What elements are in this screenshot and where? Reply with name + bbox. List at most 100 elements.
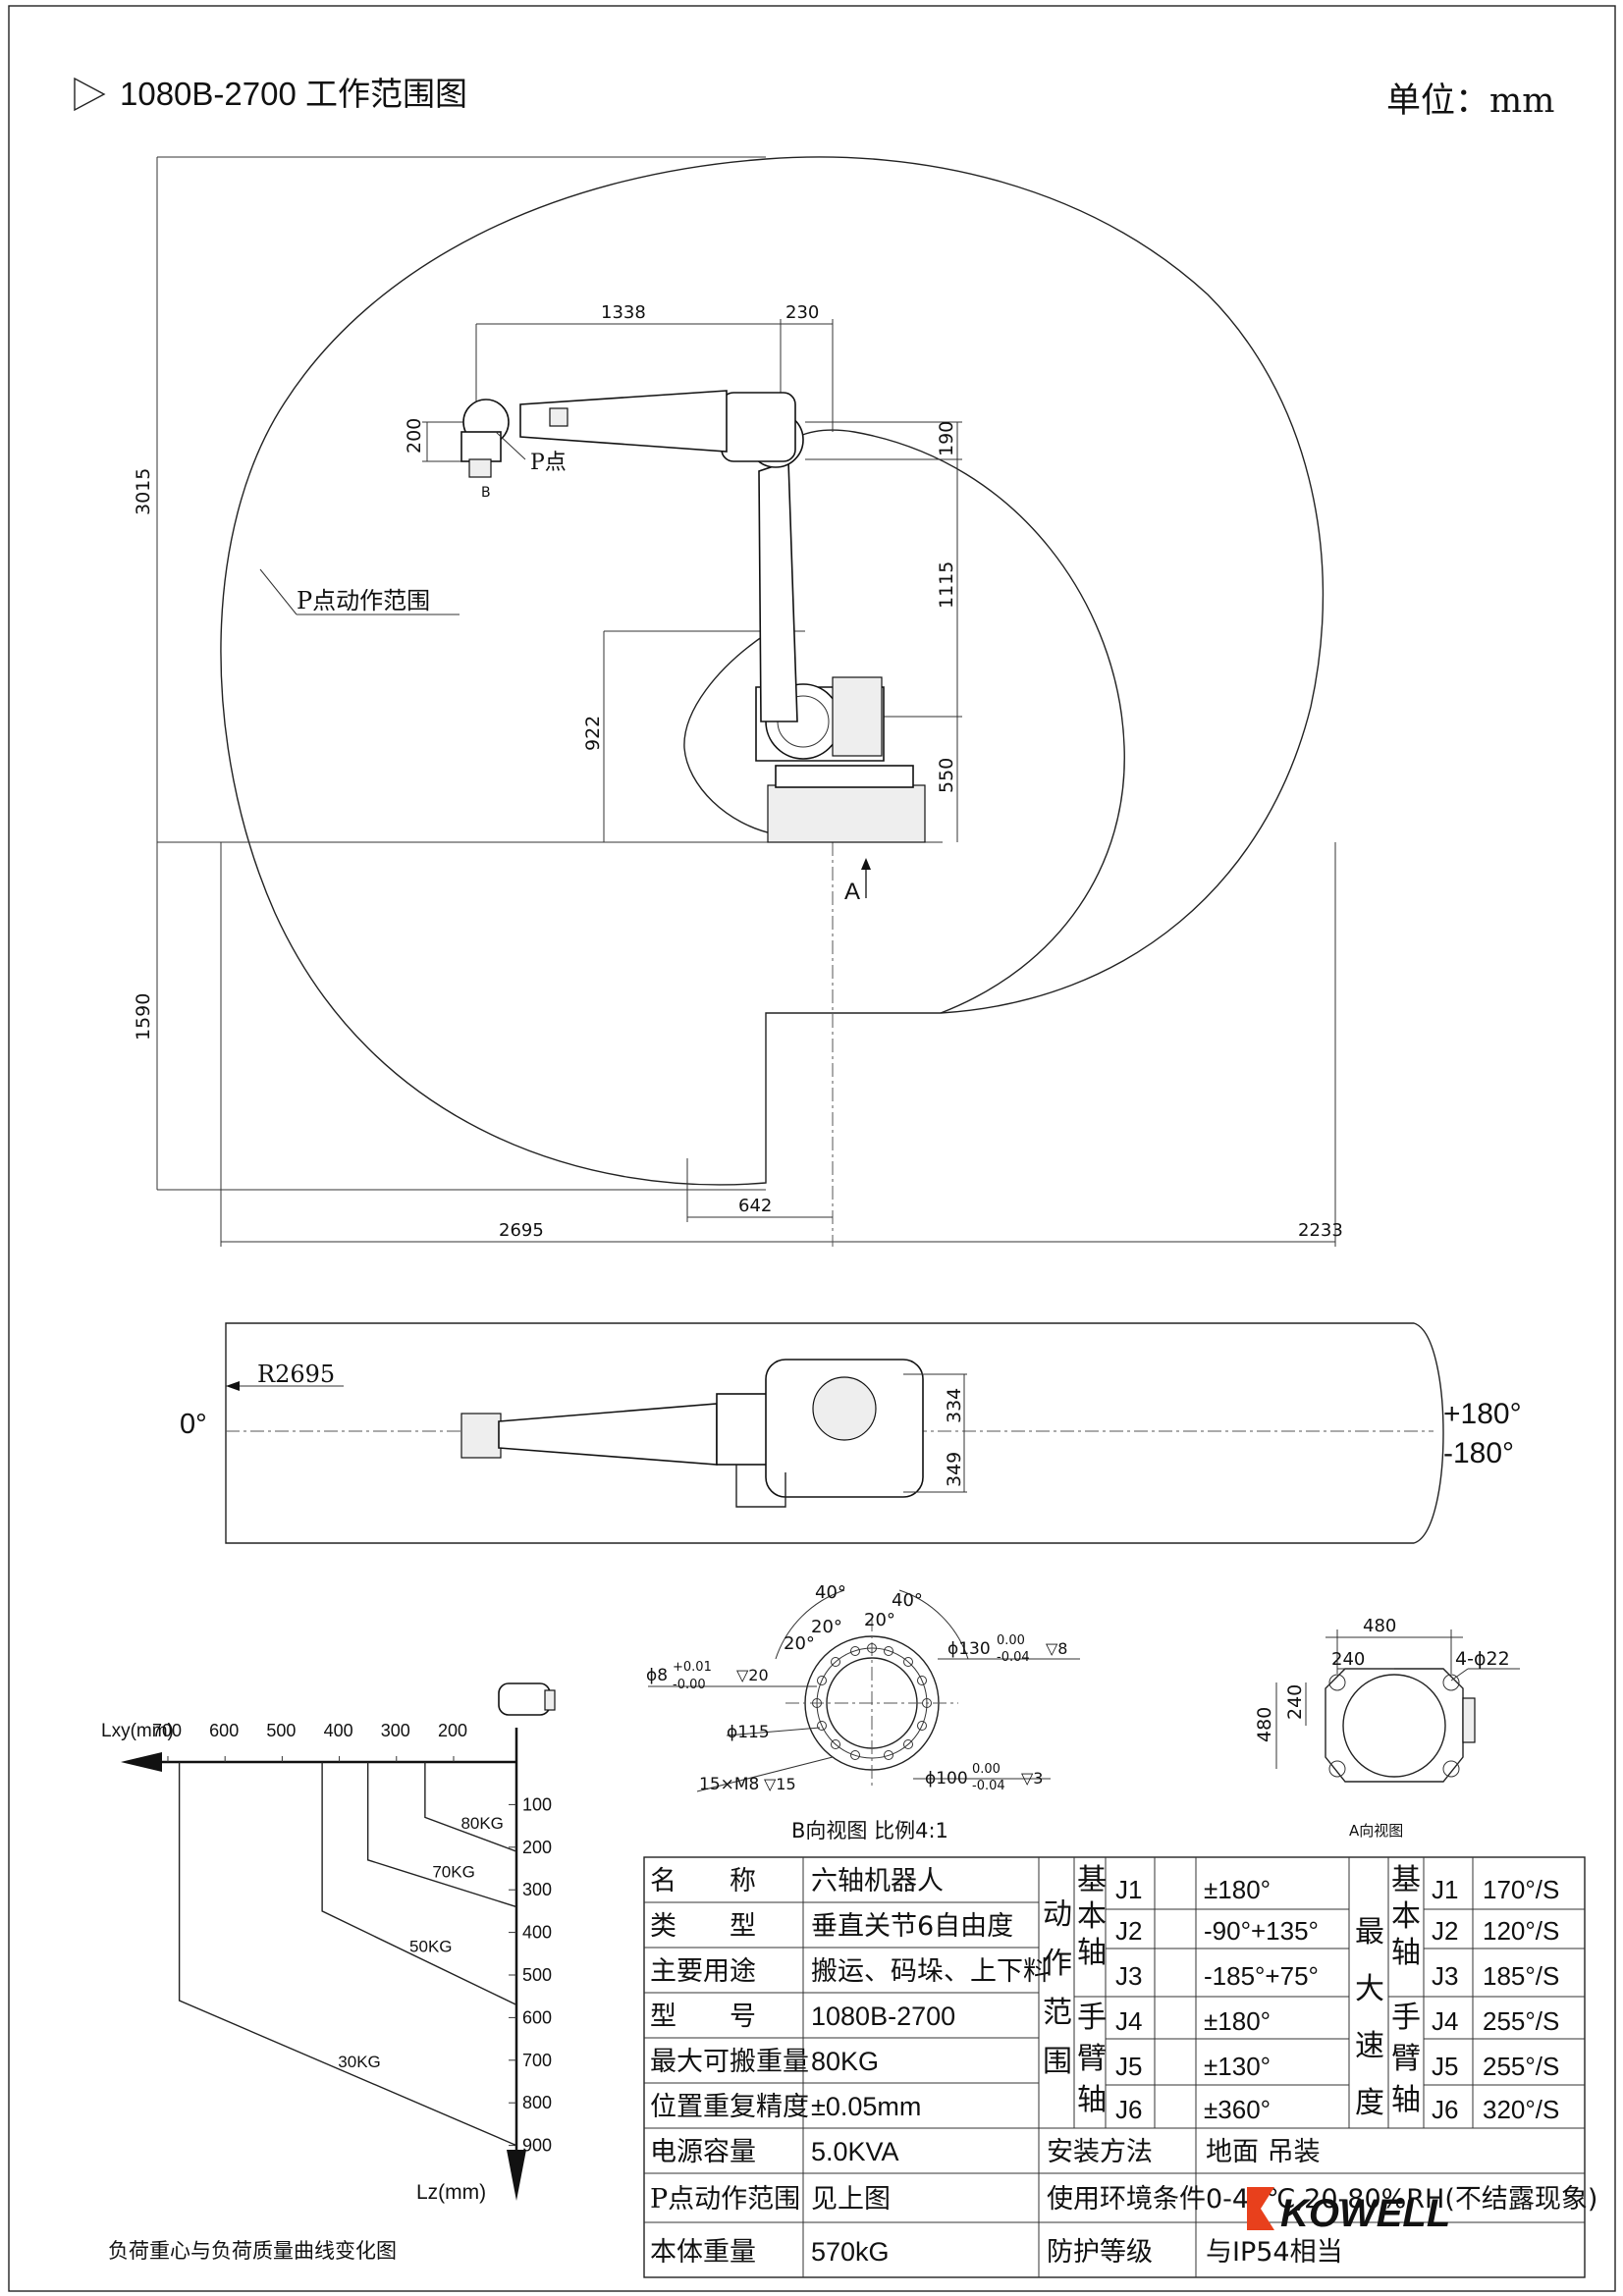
dim-2233: 2233 <box>1298 1220 1343 1241</box>
bolt-hole <box>831 1739 840 1749</box>
top-arm <box>498 1403 718 1466</box>
envelope-inner-loop <box>765 429 1125 1014</box>
phi100-label: ϕ100 <box>925 1769 968 1789</box>
speed-value: 170°/S <box>1483 1875 1559 1904</box>
speed-group-label: 度 <box>1355 2086 1384 2120</box>
phi130-depth: ▽8 <box>1046 1639 1067 1658</box>
weight-value: 570kG <box>811 2237 890 2267</box>
dim-349-group: 349 <box>944 1452 965 1487</box>
name-value: 六轴机器人 <box>811 1866 944 1896</box>
bolt-hole <box>917 1721 927 1731</box>
x-tick-label: 500 <box>266 1721 296 1740</box>
angle-20-a: 20° <box>784 1633 815 1654</box>
elbow-housing <box>721 392 796 462</box>
type-label: 类 型 <box>650 1911 756 1942</box>
range-label-cell: P点动作范围 <box>650 2184 800 2215</box>
bolt-hole <box>884 1750 893 1760</box>
y-tick-label: 800 <box>522 2093 552 2112</box>
load-curve <box>178 1762 517 2147</box>
base-axis-label: 本 <box>1077 1899 1107 1934</box>
dim-1338: 1338 <box>601 302 646 323</box>
b-view-caption: B向视图 比例4:1 <box>791 1819 948 1842</box>
base-outline <box>1325 1668 1464 1783</box>
bolt-hole <box>812 1698 822 1708</box>
a-view-caption: A向视图 <box>1349 1822 1403 1840</box>
table-border <box>643 1856 1586 2278</box>
speed-joint: J1 <box>1432 1875 1458 1904</box>
speed-group-label: 速 <box>1355 2029 1384 2063</box>
range-label: P点动作范围 <box>297 587 430 614</box>
model-value: 1080B-2700 <box>811 2002 955 2031</box>
top-wrist <box>460 1413 502 1459</box>
motion-group-label: 围 <box>1043 2045 1072 2079</box>
motion-range: -185°+75° <box>1204 1961 1319 1991</box>
y-tick-label: 900 <box>522 2136 552 2156</box>
dim-3015-group: 3015 <box>133 468 154 515</box>
load-curve-label: 30KG <box>338 2053 380 2071</box>
payload-label: 最大可搬重量 <box>650 2047 809 2077</box>
lower-arm <box>758 459 798 722</box>
phi100-depth: ▽3 <box>1021 1769 1043 1788</box>
p-point-leader <box>495 431 526 460</box>
brand-logo: KOWELL <box>1247 2187 1450 2235</box>
env-label: 使用环境条件 <box>1047 2184 1206 2215</box>
speed-value: 255°/S <box>1483 2052 1559 2081</box>
y-tick-label: 200 <box>522 1838 552 1857</box>
bolt-hole <box>922 1698 932 1708</box>
protect-label: 防护等级 <box>1047 2237 1153 2268</box>
dim-1115-group: 1115 <box>936 561 957 609</box>
sheet-border <box>8 5 1616 2292</box>
x-tick-label: 400 <box>324 1721 353 1740</box>
speed-wrist-axis-label: 轴 <box>1391 2083 1421 2117</box>
spec-table: 名 称 六轴机器人 类 型 垂直关节6自由度 主要用途 搬运、码垛、上下料 型 … <box>643 1856 1597 2278</box>
speed-value: 185°/S <box>1483 1961 1559 1991</box>
speed-value: 255°/S <box>1483 2006 1559 2036</box>
top-view: R2695 0° +180° -180° 334 349 <box>180 1322 1522 1544</box>
dim-230: 230 <box>785 302 819 323</box>
name-label: 名 称 <box>650 1866 756 1896</box>
x-tick-label: 300 <box>381 1721 410 1740</box>
base-hole <box>1442 1674 1460 1691</box>
speed-base-axis-label: 轴 <box>1391 1936 1421 1970</box>
holes-label: 4-ϕ22 <box>1455 1648 1510 1670</box>
protect-value: 与IP54相当 <box>1206 2237 1343 2268</box>
chart-caption: 负荷重心与负荷质量曲线变化图 <box>108 2239 397 2263</box>
model-label: 型 号 <box>650 2002 756 2032</box>
dim-2695: 2695 <box>499 1220 544 1241</box>
bolt-hole <box>831 1657 840 1667</box>
load-curve <box>321 1762 517 2006</box>
robot-side-drawing <box>460 390 926 843</box>
bolt-hole <box>850 1646 860 1656</box>
angle-40-right: 40° <box>892 1590 923 1611</box>
speed-group-label: 最 <box>1355 1915 1384 1949</box>
speed-joint: J3 <box>1432 1961 1458 1991</box>
y-tick-label: 100 <box>522 1794 552 1814</box>
dim-200-group: 200 <box>404 418 425 454</box>
speed-wrist-axis-label: 臂 <box>1391 2042 1421 2076</box>
x-tick-label: 600 <box>209 1721 239 1740</box>
base-hole <box>1442 1760 1460 1778</box>
angle-plus-180: +180° <box>1443 1398 1522 1430</box>
bolt-hole <box>817 1721 827 1731</box>
angle-20-b: 20° <box>811 1617 842 1637</box>
base-axis-label: 基 <box>1077 1863 1107 1897</box>
install-label: 安装方法 <box>1047 2137 1153 2167</box>
dim-922-group: 922 <box>582 716 604 751</box>
envelope-inner-arc <box>683 633 777 835</box>
phi8-tol-dn: -0.00 <box>673 1678 706 1692</box>
weight-label: 本体重量 <box>650 2237 756 2268</box>
y-tick-label: 400 <box>522 1923 552 1943</box>
y-axis-arrow-icon <box>507 2150 526 2201</box>
joint-rows: J1±180°J2-90°+135°J3-185°+75°J4±180°J5±1… <box>1115 1875 1559 2124</box>
repeat-value: ±0.05mm <box>811 2092 921 2121</box>
wrist-axis-label: 臂 <box>1077 2042 1107 2076</box>
angle-zero: 0° <box>180 1409 207 1440</box>
wrist-flange <box>460 431 502 462</box>
base-axis-label: 轴 <box>1077 1936 1107 1970</box>
angle-20-c: 20° <box>864 1610 895 1630</box>
dim-3015: 3015 <box>133 468 154 515</box>
holes-leader <box>1450 1668 1469 1682</box>
